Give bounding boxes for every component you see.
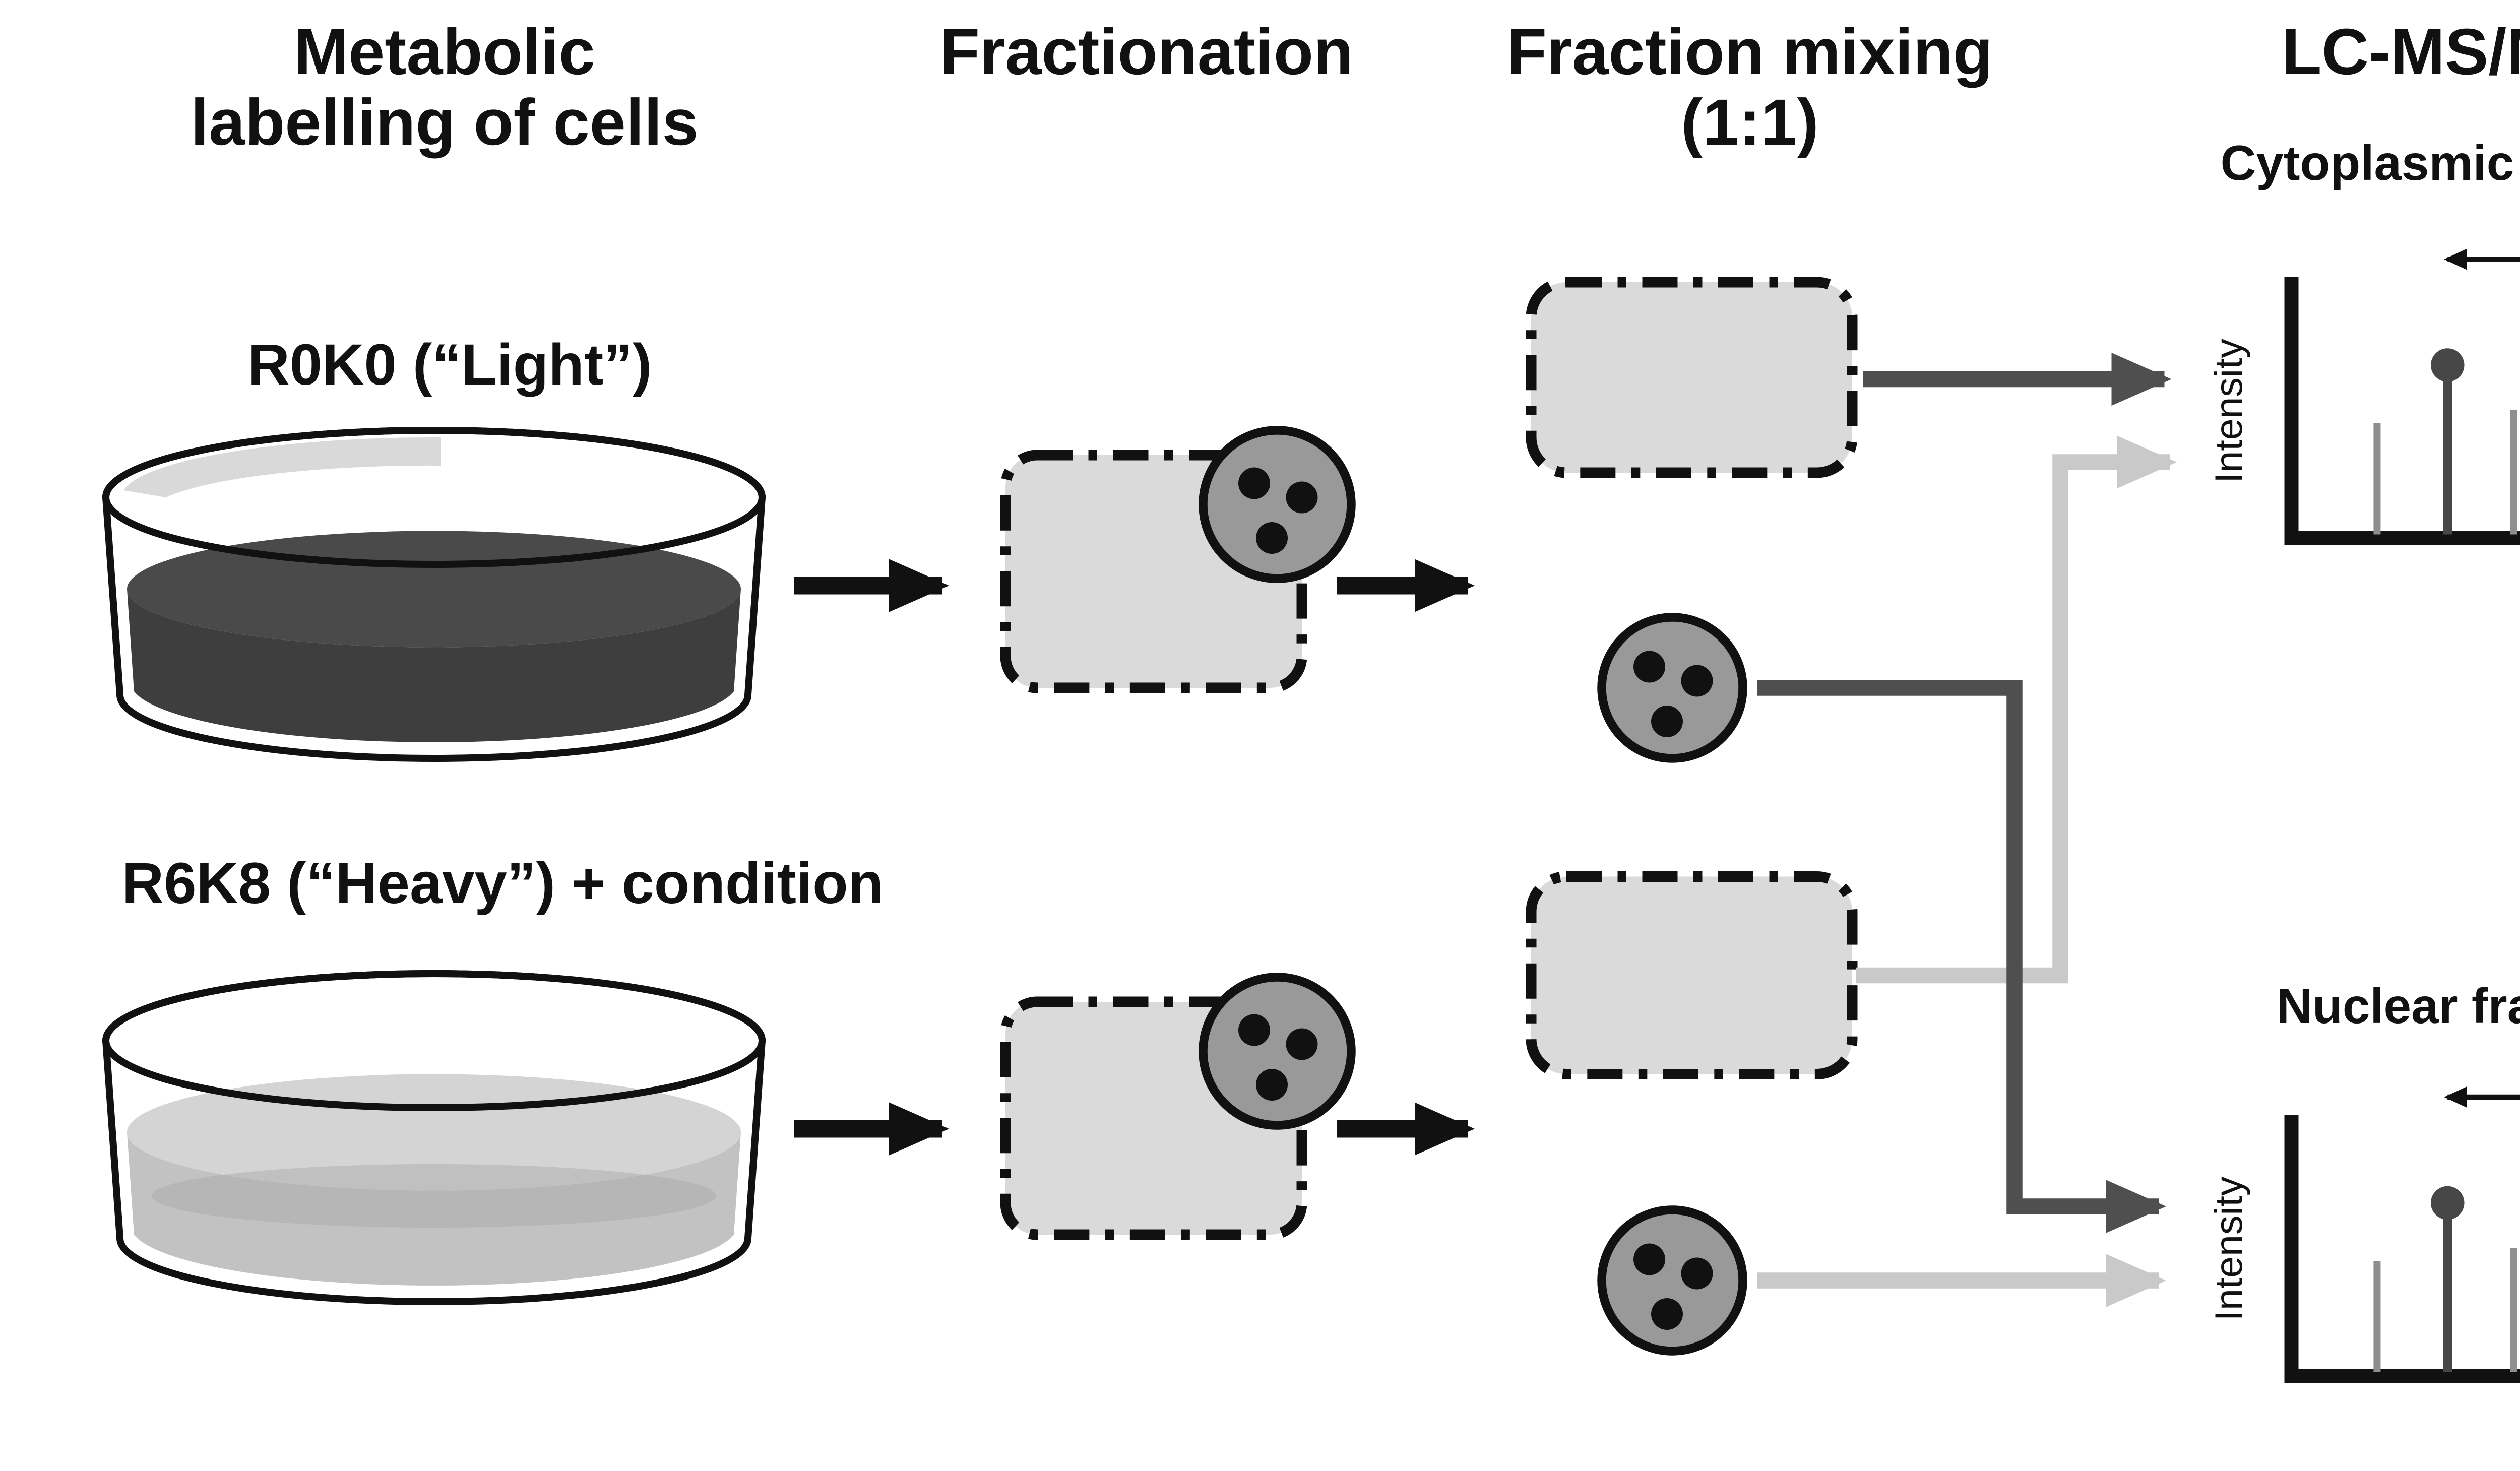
dark-isotope-peak-dot (2431, 348, 2465, 382)
nucleus-dot (1681, 665, 1713, 697)
dish-medium-shade (152, 1164, 716, 1228)
nucleus-dot (1238, 468, 1270, 499)
nucleus-dot (1651, 706, 1683, 737)
nuclear-spectrum-title: Nuclear fractions (2277, 978, 2520, 1034)
header-fraction-mixing-line1: Fraction mixing (1507, 16, 1993, 88)
heavy-sample-label: R6K8 (“Heavy”) + condition (122, 851, 884, 916)
nucleus-dot (1256, 522, 1288, 554)
y-axis-label: Intensity (2208, 339, 2251, 483)
nucleus-dot (1681, 1258, 1713, 1290)
petri-dish-light (106, 430, 762, 758)
mixed-cytoplasmic-box-heavy (1531, 877, 1852, 1074)
nucleus-dot (1238, 1014, 1270, 1046)
nucleus-dot (1633, 651, 1665, 683)
header-lcmsms: LC-MS/MS (2282, 16, 2520, 88)
spectrum-axes (2292, 1122, 2520, 1376)
nucleus-dot (1286, 1029, 1318, 1060)
cytoplasmic-spectrum: 6 DaIntensitym/z (2208, 197, 2520, 600)
nuclei-circle (1203, 977, 1351, 1125)
header-metabolic-line1: Metabolic (294, 16, 595, 88)
nucleus-dot (1651, 1298, 1683, 1330)
spectrum-axes (2292, 284, 2520, 538)
mixed-nuclei-heavy (1602, 1210, 1743, 1351)
y-axis-label: Intensity (2208, 1176, 2251, 1321)
fractionation-light (1005, 430, 1351, 688)
nuclei-circle (1602, 617, 1743, 758)
fraction-mixing (1531, 282, 1852, 1351)
header-metabolic-line2: labelling of cells (191, 86, 698, 159)
fractionation-heavy (1005, 977, 1351, 1235)
mixed-cytoplasmic-box-light (1531, 282, 1852, 473)
nucleus-dot (1256, 1069, 1288, 1101)
nucleus-dot (1286, 482, 1318, 514)
mixed-nuclei-light (1602, 617, 1743, 758)
cytoplasmic-spectrum-title: Cytoplasmic fractions (2221, 135, 2520, 190)
header-fraction-mixing-line2: (1:1) (1681, 86, 1818, 159)
dark-isotope-peak-dot (2431, 1186, 2465, 1220)
header-fractionation: Fractionation (940, 16, 1353, 88)
petri-dish-heavy (106, 974, 762, 1302)
nuclei-circle (1602, 1210, 1743, 1351)
nuclear-spectrum: 6 DaIntensitym/z (2208, 1034, 2520, 1437)
light-sample-label: R0K0 (“Light”) (247, 332, 652, 397)
nuclei-circle (1203, 430, 1351, 579)
column-headers: Metabolic labelling of cells Fractionati… (191, 16, 2520, 159)
nucleus-dot (1633, 1244, 1665, 1275)
